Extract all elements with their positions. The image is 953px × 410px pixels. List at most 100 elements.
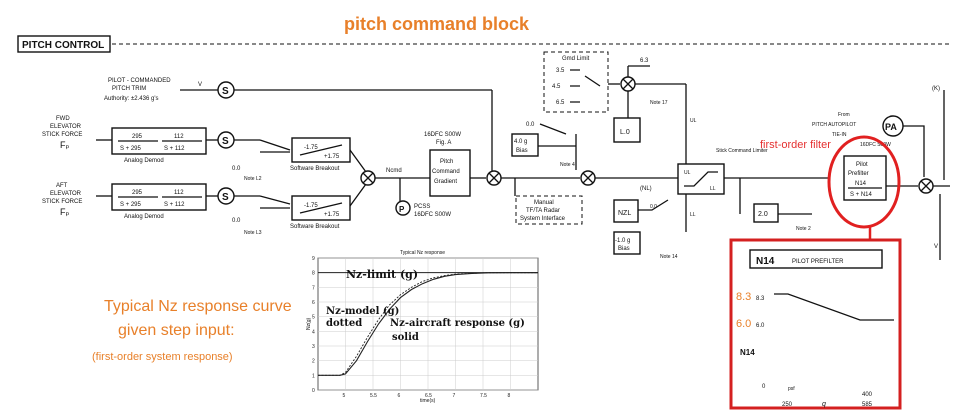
breakout-bot-caption: Software Breakout [290, 224, 340, 230]
pcss-line1: PCSS [414, 204, 430, 210]
nzl-box [613, 199, 639, 223]
breakout-bot-box [291, 195, 351, 221]
gmd-title: Gmd Limit [562, 56, 590, 62]
pitch-control-header-box [17, 35, 111, 53]
gmd-box-label: L.0 [620, 129, 630, 136]
ncmd-label: Ncmd [386, 168, 402, 174]
nzl-bias-box [613, 231, 641, 255]
pcss-line2: 16DFC S00W [414, 212, 451, 218]
breakout-bot-out [349, 183, 367, 207]
fwd-text-2: ELEVATOR [50, 124, 82, 130]
prefilter-line1: Pilot [856, 162, 868, 168]
inset-y2-orig: 6.0 [756, 323, 765, 329]
x-tick-3: 6.5 [425, 393, 432, 399]
prefilter-den: S + N14 [850, 192, 873, 198]
breakout-top-curve [299, 144, 343, 156]
y-tick-2: 2 [312, 359, 315, 365]
nz-caption-line3: (first-order system response) [92, 351, 233, 363]
x-tick-1: 5.5 [370, 393, 377, 399]
inset-var: N14 [740, 348, 755, 357]
y-tick-9: 9 [312, 256, 315, 262]
bias-value: 0.0 [526, 122, 535, 128]
aft-switch [259, 195, 291, 205]
gradient-line3: Gradient [434, 179, 457, 185]
prefilter-box [843, 155, 887, 201]
pitch-trim-signal: V [198, 82, 202, 88]
gradient-box [429, 149, 471, 197]
inset-x1: 250 [782, 402, 793, 408]
prefilter-highlight-ellipse [827, 135, 901, 229]
pitch-trim-text-2: PITCH TRIM [112, 86, 146, 92]
limiter-ul: UL [684, 170, 691, 176]
ap-to-sum [903, 125, 925, 177]
gmd-switches [570, 69, 601, 103]
inset-curve [774, 293, 894, 321]
x-tick-4: 7 [453, 393, 456, 399]
y-tick-8: 8 [312, 271, 315, 277]
nz-aircraft-line [318, 272, 538, 376]
nz-caption-line2: given step input: [118, 322, 235, 339]
page-title: pitch command block [344, 14, 530, 34]
sum-node-1-x [362, 172, 374, 184]
inset-x2: 400 [862, 392, 873, 398]
fwd-symbol: Fₚ [60, 140, 69, 150]
inset-y2-colored: 6.0 [736, 318, 751, 330]
aft-text-2: ELEVATOR [50, 191, 82, 197]
nzl-symbol: NZL [618, 210, 631, 217]
breakout-top-v2: +1.75 [324, 154, 340, 160]
bias-box [511, 133, 539, 157]
note2-box [753, 203, 779, 223]
gmd-gain: 6.3 [640, 58, 649, 64]
bias-note: Note 4 [560, 162, 575, 168]
aft-s-label: S [222, 192, 229, 203]
gradient-line2: Command [432, 169, 460, 175]
fwd-s-label: S [222, 136, 229, 147]
chart-ylabel: Nz(g) [306, 317, 312, 330]
first-order-filter-label: first-order filter [760, 139, 831, 151]
prefilter-line2: Prefilter [848, 171, 869, 177]
x-tick-2: 6 [398, 393, 401, 399]
gradient-line1: Pitch [440, 159, 453, 165]
pitch-trim-text-1: PILOT - COMMANDED [108, 78, 171, 84]
breakout-top-out [349, 149, 367, 173]
breakout-bot-curve [299, 202, 343, 214]
nz-limit-label: Nz-limit (g) [346, 268, 418, 281]
aft-note: Note L3 [244, 230, 262, 236]
aft-text-3: STICK FORCE [42, 199, 82, 205]
manual-line3: System Interface [520, 216, 566, 222]
breakout-bot-v1: -1.75 [304, 203, 318, 209]
gmd-v1: 3.5 [556, 68, 565, 74]
inset-xa: 0 [762, 384, 766, 390]
breakout-top-v1: -1.75 [304, 145, 318, 151]
sum-node-2-x [488, 172, 500, 184]
nz-model-line [318, 272, 538, 376]
nz-aircraft-style: solid [392, 332, 419, 343]
inset-title: PILOT PREFILTER [792, 259, 844, 265]
nz-caption-line1: Typical Nz response curve [104, 298, 292, 315]
fwd-text-3: STICK FORCE [42, 132, 82, 138]
gmd-v2: 4.5 [552, 84, 561, 90]
pitch-trim-s-label: S [222, 86, 229, 97]
aft-tf1-den: S + 295 [120, 202, 142, 208]
x-tick-6: 8 [508, 393, 511, 399]
gmd-box [613, 117, 641, 143]
breakout-top-caption: Software Breakout [290, 166, 340, 172]
y-tick-7: 7 [312, 285, 315, 291]
bias-switch [539, 123, 567, 135]
ap-ref: 16DFC S00W [860, 142, 891, 148]
fwd-tf2: 112 [174, 134, 184, 140]
aft-text-1: AFT [56, 183, 68, 189]
fwd-note: Note L2 [244, 176, 262, 182]
y-tick-3: 3 [312, 344, 315, 350]
fwd-switch [259, 139, 291, 151]
chart-series [318, 272, 538, 376]
pitch-control-header: PITCH CONTROL [22, 40, 104, 51]
pcss-node [395, 200, 411, 216]
fwd-tf1-den: S + 295 [120, 146, 142, 152]
ap-line1: From [838, 112, 850, 118]
ap-symbol: PA [885, 122, 897, 132]
manual-line2: TF/TA Radar [526, 208, 560, 214]
aft-tf2-den: S + 112 [164, 202, 185, 208]
